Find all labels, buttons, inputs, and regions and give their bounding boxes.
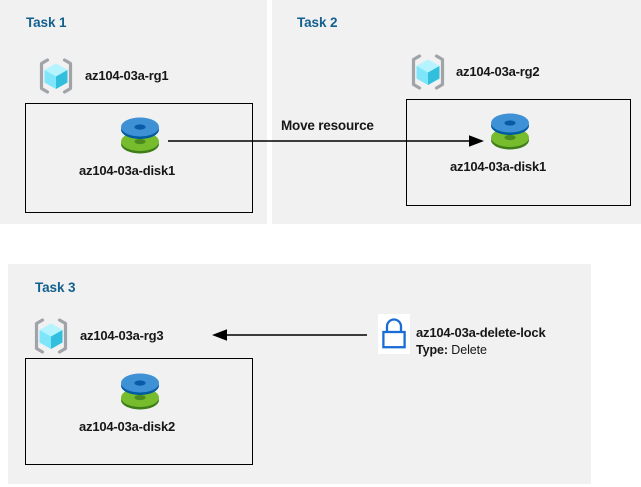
task-1-rg-label: az104-03a-rg1 <box>85 68 169 83</box>
task-3-title: Task 3 <box>35 280 76 295</box>
task-1-title: Task 1 <box>26 15 67 30</box>
lock-type-row: Type: Delete <box>416 343 487 357</box>
lock-type-key: Type: <box>416 343 448 357</box>
resource-group-icon <box>39 58 73 94</box>
task-3-disk-label: az104-03a-disk2 <box>79 419 176 434</box>
managed-disk-icon <box>121 117 159 154</box>
task-2-resource-box <box>406 99 631 206</box>
task-1-resource-box <box>25 103 253 213</box>
task-3-resource-box <box>25 358 253 465</box>
padlock-icon <box>378 314 410 354</box>
task-2-disk-label: az104-03a-disk1 <box>450 159 547 174</box>
move-resource-arrow <box>168 135 484 147</box>
lock-type-value: Delete <box>451 343 487 357</box>
delete-lock-label: az104-03a-delete-lock <box>416 325 546 340</box>
delete-lock-arrow <box>212 329 367 341</box>
task-1-disk-label: az104-03a-disk1 <box>79 163 176 178</box>
move-resource-label: Move resource <box>281 118 374 133</box>
task-1-panel <box>0 0 267 224</box>
managed-disk-icon <box>491 113 529 150</box>
task-2-panel <box>272 0 641 224</box>
task-2-title: Task 2 <box>297 15 338 30</box>
managed-disk-icon <box>121 373 159 410</box>
resource-group-icon <box>34 318 68 354</box>
task-2-rg-label: az104-03a-rg2 <box>456 64 540 79</box>
task-3-rg-label: az104-03a-rg3 <box>80 328 164 343</box>
task-3-panel <box>8 264 591 484</box>
resource-group-icon <box>411 54 445 90</box>
